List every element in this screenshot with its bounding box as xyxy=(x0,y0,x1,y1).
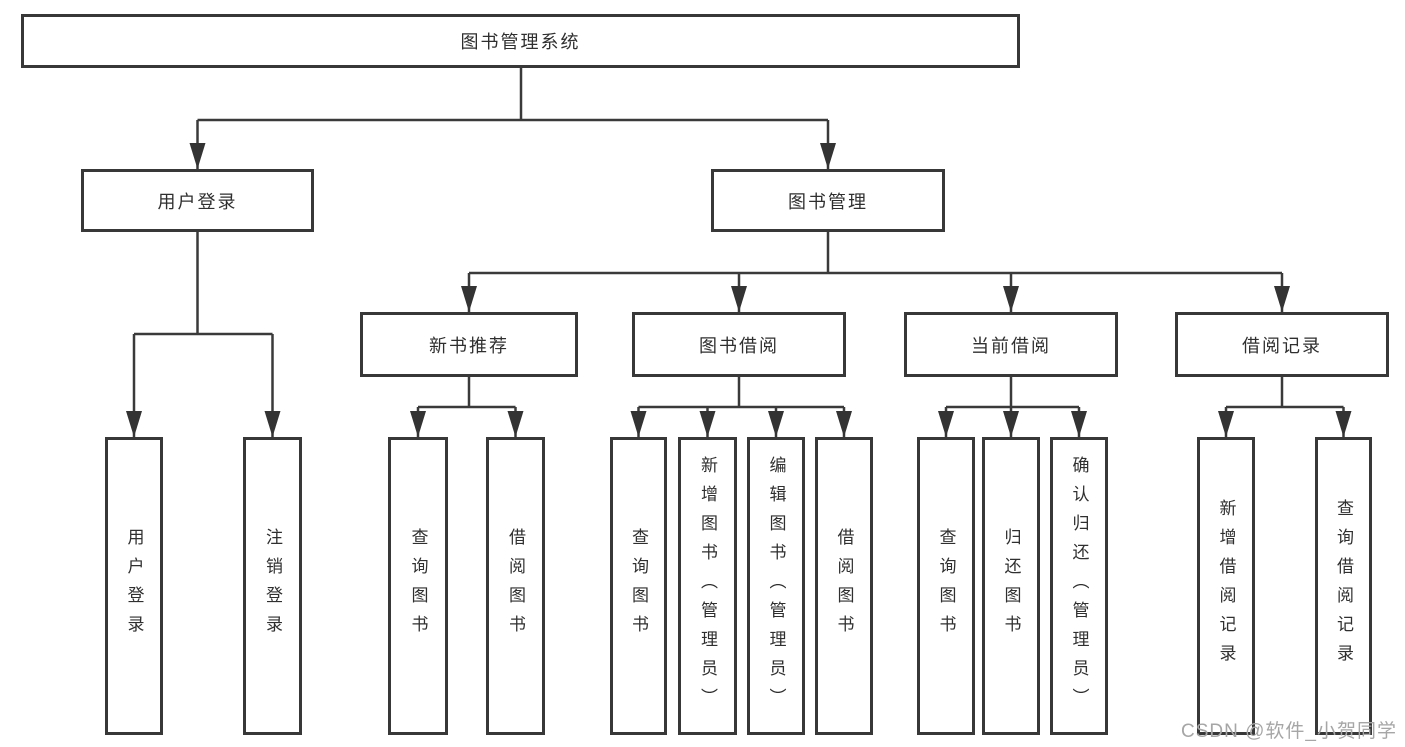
node-book-management: 图书管理 xyxy=(711,169,945,232)
node-current-borrow: 当前借阅 xyxy=(904,312,1118,377)
arrowhead-down-icon xyxy=(264,411,281,437)
arrowhead-down-icon xyxy=(1003,286,1019,312)
arrowhead-down-icon xyxy=(731,286,747,312)
arrowhead-down-icon xyxy=(1218,411,1234,437)
arrowhead-down-icon xyxy=(1274,286,1290,312)
leaf-logout-login: 注销登录 xyxy=(243,437,302,735)
watermark: CSDN @软件_小贺同学 xyxy=(1181,721,1397,742)
leaf-borrow-books-2: 借阅图书 xyxy=(815,437,873,735)
leaf-user-login: 用户登录 xyxy=(105,437,163,735)
arrowhead-down-icon xyxy=(630,411,647,437)
leaf-query-books-3: 查询图书 xyxy=(917,437,975,735)
node-root: 图书管理系统 xyxy=(21,14,1020,68)
leaf-edit-book-admin: 编辑图书（管理员） xyxy=(747,437,805,735)
arrowhead-down-icon xyxy=(768,411,784,437)
leaf-add-book-admin: 新增图书（管理员） xyxy=(678,437,737,735)
leaf-query-borrow-record: 查询借阅记录 xyxy=(1315,437,1372,735)
arrowhead-down-icon xyxy=(189,143,206,169)
arrowhead-down-icon xyxy=(126,411,142,437)
leaf-confirm-return-admin: 确认归还（管理员） xyxy=(1050,437,1108,735)
leaf-add-borrow-record: 新增借阅记录 xyxy=(1197,437,1255,735)
node-user-login: 用户登录 xyxy=(81,169,314,232)
arrowhead-down-icon xyxy=(1003,411,1019,437)
arrowhead-down-icon xyxy=(1071,411,1087,437)
node-new-book-recommend: 新书推荐 xyxy=(360,312,578,377)
leaf-query-books-2: 查询图书 xyxy=(610,437,667,735)
arrowhead-down-icon xyxy=(938,411,954,437)
arrowhead-down-icon xyxy=(461,286,477,312)
node-book-borrow: 图书借阅 xyxy=(632,312,846,377)
arrowhead-down-icon xyxy=(410,411,426,437)
arrowhead-down-icon xyxy=(507,411,524,437)
leaf-query-books-1: 查询图书 xyxy=(388,437,448,735)
arrowhead-down-icon xyxy=(1335,411,1352,437)
arrowhead-down-icon xyxy=(699,411,716,437)
leaf-borrow-books-1: 借阅图书 xyxy=(486,437,545,735)
arrowhead-down-icon xyxy=(820,143,836,169)
node-borrow-records: 借阅记录 xyxy=(1175,312,1389,377)
arrowhead-down-icon xyxy=(836,411,852,437)
leaf-return-books: 归还图书 xyxy=(982,437,1040,735)
